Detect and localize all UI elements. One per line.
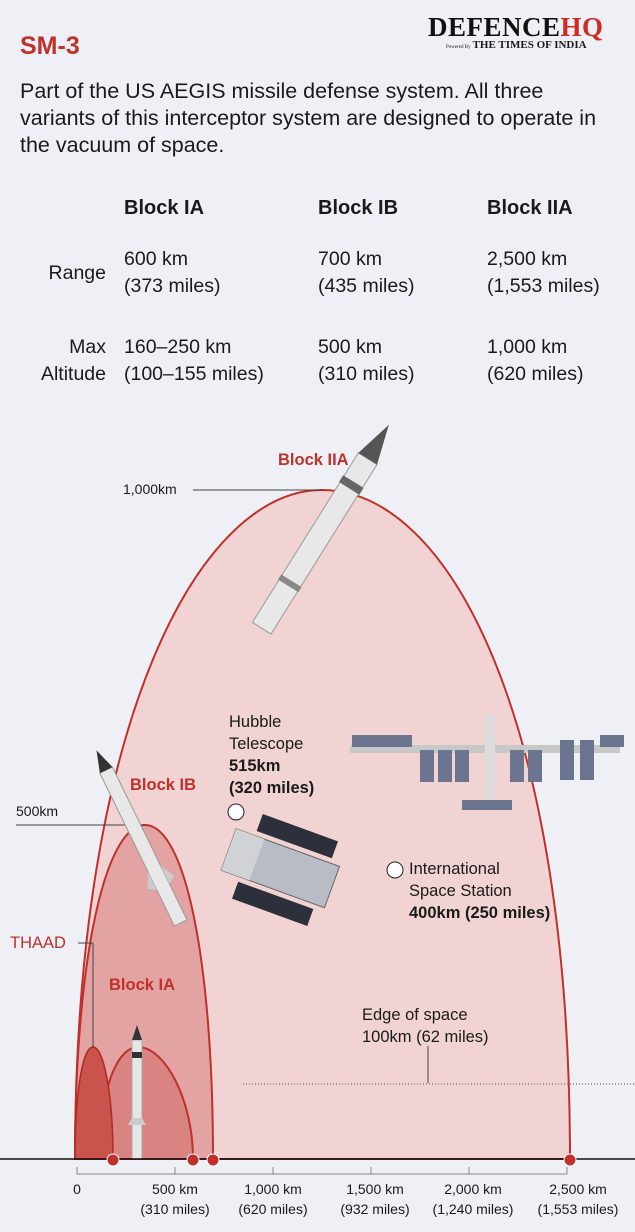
logo-main: DEFENCE xyxy=(428,12,561,42)
label-block-ia: Block IA xyxy=(109,976,176,994)
row-label-range: Range xyxy=(48,262,106,284)
alt-ib: 500 km(310 miles) xyxy=(318,336,415,385)
logo-sub: THE TIMES OF INDIA xyxy=(472,39,587,51)
hubble-telescope-icon xyxy=(220,814,341,926)
alt-ia: 160–250 km(100–155 miles) xyxy=(124,336,264,385)
iss-icon xyxy=(350,715,624,810)
hubble-marker xyxy=(227,803,245,821)
marker-thaad xyxy=(106,1153,120,1167)
range-markers xyxy=(106,1153,577,1167)
intro-text: Part of the US AEGIS missile defense sys… xyxy=(20,79,597,157)
col-block-ia: Block IA xyxy=(124,197,205,219)
label-alt-500: 500km xyxy=(16,803,59,819)
x-axis xyxy=(76,1167,568,1175)
label-thaad: THAAD xyxy=(10,934,66,952)
missile-block-iia-icon xyxy=(251,424,389,635)
page-title: SM-3 xyxy=(20,32,80,60)
axis-label-500: 500 km(310 miles) xyxy=(140,1181,210,1217)
marker-block-ia xyxy=(186,1153,200,1167)
col-block-ib: Block IB xyxy=(318,197,399,219)
arc-thaad xyxy=(74,1046,114,1160)
logo-accent: HQ xyxy=(560,12,604,42)
range-iia: 2,500 km(1,553 miles) xyxy=(487,248,600,297)
logo-powered: Powered By xyxy=(446,45,471,50)
iss-marker xyxy=(386,861,404,879)
col-block-iia: Block IIA xyxy=(487,197,573,219)
axis-label-0: 0 xyxy=(73,1181,81,1197)
label-alt-1000: 1,000km xyxy=(123,481,177,497)
axis-label-1000: 1,000 km(620 miles) xyxy=(238,1181,308,1217)
range-ib: 700 km(435 miles) xyxy=(318,248,415,297)
label-block-iia: Block IIA xyxy=(278,451,349,469)
marker-block-iia xyxy=(563,1153,577,1167)
range-ia: 600 km(373 miles) xyxy=(124,248,221,297)
alt-iia: 1,000 km(620 miles) xyxy=(487,336,584,385)
axis-label-2500: 2,500 km(1,553 miles) xyxy=(537,1181,619,1217)
axis-label-1500: 1,500 km(932 miles) xyxy=(340,1181,410,1217)
axis-label-2000: 2,000 km(1,240 miles) xyxy=(432,1181,514,1217)
marker-block-ib xyxy=(206,1153,220,1167)
label-block-ib: Block IB xyxy=(130,776,197,794)
missile-block-ib-icon xyxy=(96,750,188,927)
